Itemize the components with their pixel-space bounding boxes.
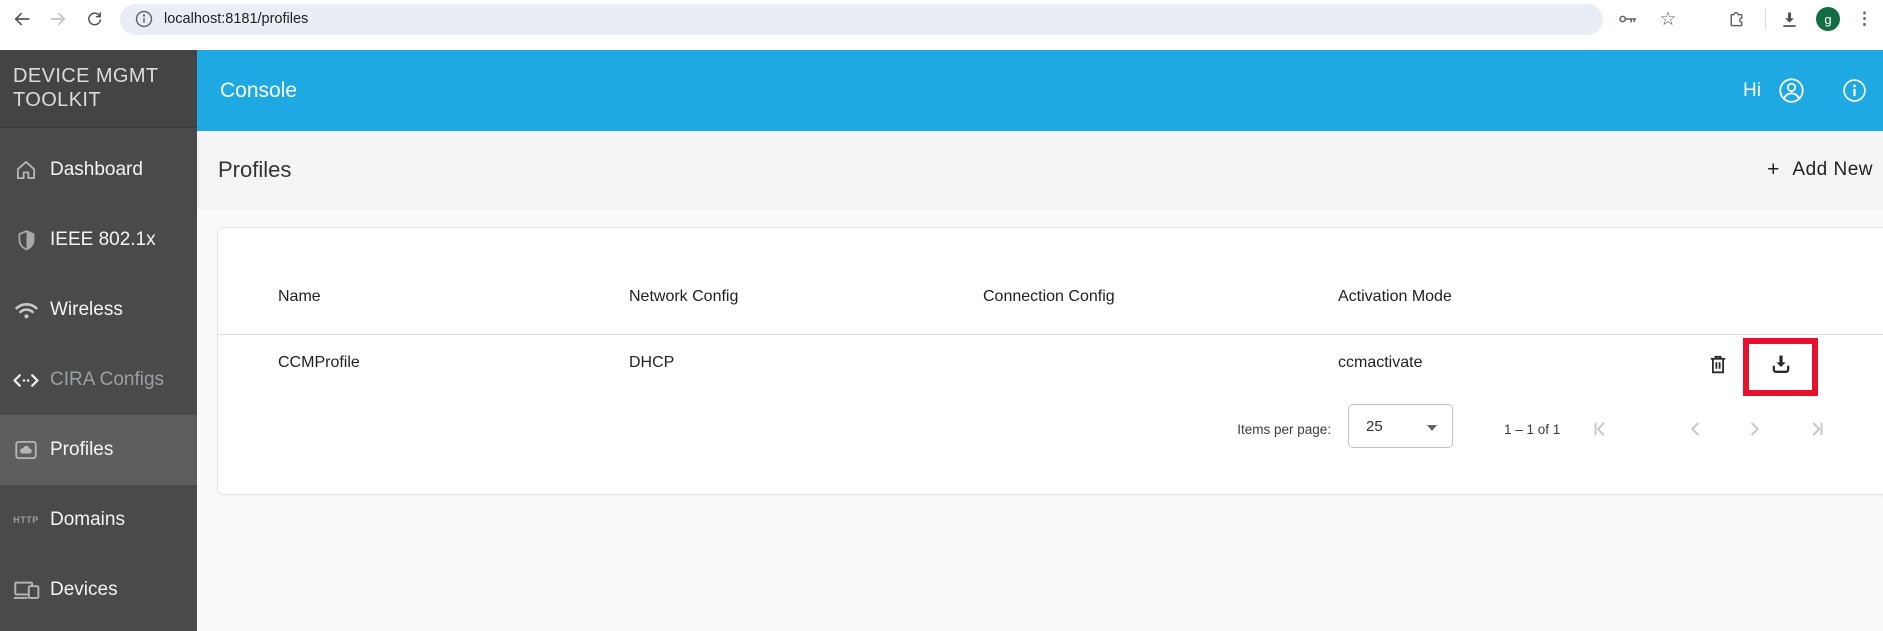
page-size-select[interactable]: 25	[1348, 404, 1453, 448]
browser-reload-button[interactable]	[80, 5, 108, 33]
devices-icon	[8, 576, 44, 604]
brand-line2: TOOLKIT	[13, 89, 102, 111]
page-range-label: 1 – 1 of 1	[1504, 422, 1561, 437]
plus-icon: +	[1767, 158, 1780, 181]
sidebar-item-label: Profiles	[50, 439, 114, 460]
profiles-table-card: Name Network Config Connection Config Ac…	[217, 227, 1883, 495]
app-header-actions: Hi	[1743, 77, 1883, 104]
greeting-text: Hi	[1743, 79, 1761, 101]
browser-chrome: localhost:8181/profiles ☆ g ⋮	[0, 0, 1883, 50]
column-header-network-config: Network Config	[629, 288, 739, 305]
sidebar-item-label: Wireless	[50, 299, 123, 320]
cell-profile-name[interactable]: CCMProfile	[278, 354, 360, 371]
next-page-button[interactable]	[1742, 418, 1766, 442]
account-icon[interactable]	[1778, 77, 1805, 104]
last-page-button[interactable]	[1804, 418, 1828, 442]
site-info-icon[interactable]	[134, 9, 154, 29]
browser-toolbar: localhost:8181/profiles ☆ g ⋮	[0, 0, 1883, 38]
browser-forward-button[interactable]	[44, 5, 72, 33]
page-title: Profiles	[218, 157, 292, 182]
http-icon: HTTP	[13, 515, 39, 525]
info-icon[interactable]	[1841, 77, 1868, 104]
first-page-button[interactable]	[1589, 418, 1613, 442]
add-new-button[interactable]: + Add New	[1767, 158, 1873, 181]
header-row-divider	[218, 334, 1883, 335]
sidebar-item-devices[interactable]: Devices	[0, 555, 197, 625]
column-header-activation-mode: Activation Mode	[1338, 288, 1452, 305]
app-header: Console Hi	[197, 50, 1883, 131]
code-icon	[8, 366, 44, 394]
sidebar-item-domains[interactable]: HTTP Domains	[0, 485, 197, 555]
password-key-icon[interactable]	[1615, 6, 1641, 32]
sidebar: DEVICE MGMT TOOLKIT Dashboard IEEE 802.1…	[0, 50, 197, 631]
toolbar-separator	[1765, 9, 1766, 29]
export-profile-button[interactable]	[1768, 351, 1794, 377]
cell-activation-mode: ccmactivate	[1338, 354, 1423, 371]
url-text[interactable]: localhost:8181/profiles	[164, 11, 309, 27]
column-header-connection-config: Connection Config	[983, 288, 1115, 305]
browser-back-button[interactable]	[8, 5, 36, 33]
previous-page-button[interactable]	[1684, 418, 1708, 442]
brand-line1: DEVICE MGMT	[13, 65, 159, 87]
sidebar-nav: Dashboard IEEE 802.1x Wireless CIRA Conf…	[0, 135, 197, 625]
home-icon	[8, 156, 44, 184]
browser-menu-icon[interactable]: ⋮	[1856, 9, 1873, 28]
chevron-down-icon	[1427, 425, 1437, 431]
sidebar-item-label: Devices	[50, 579, 118, 600]
app-brand: DEVICE MGMT TOOLKIT	[0, 50, 197, 128]
cloud-box-icon	[8, 436, 44, 464]
page-size-value: 25	[1366, 418, 1383, 435]
wifi-icon	[8, 296, 44, 324]
address-bar[interactable]: localhost:8181/profiles	[120, 3, 1603, 35]
sidebar-item-label: Domains	[50, 509, 125, 530]
browser-profile-avatar[interactable]: g	[1816, 7, 1840, 31]
highlight-box	[1743, 338, 1818, 396]
browser-actions: ☆ g ⋮	[1615, 6, 1879, 32]
sidebar-item-cira-configs[interactable]: CIRA Configs	[0, 345, 197, 415]
sidebar-item-profiles[interactable]: Profiles	[0, 415, 197, 485]
sidebar-item-dashboard[interactable]: Dashboard	[0, 135, 197, 205]
extensions-icon[interactable]	[1723, 6, 1749, 32]
app-title: Console	[220, 78, 298, 102]
sidebar-item-ieee8021x[interactable]: IEEE 802.1x	[0, 205, 197, 275]
shield-icon	[8, 226, 44, 254]
bookmark-star-icon[interactable]: ☆	[1659, 8, 1677, 30]
page-toolbar: Profiles + Add New	[197, 131, 1883, 209]
cell-network-config: DHCP	[629, 354, 675, 371]
column-header-name: Name	[278, 288, 321, 305]
sidebar-item-label: IEEE 802.1x	[50, 229, 156, 250]
delete-profile-button[interactable]	[1706, 352, 1730, 376]
sidebar-item-label: Dashboard	[50, 159, 143, 180]
sidebar-item-label: CIRA Configs	[50, 369, 165, 390]
sidebar-item-wireless[interactable]: Wireless	[0, 275, 197, 345]
downloads-icon[interactable]	[1776, 6, 1802, 32]
items-per-page-label: Items per page:	[1237, 422, 1331, 437]
